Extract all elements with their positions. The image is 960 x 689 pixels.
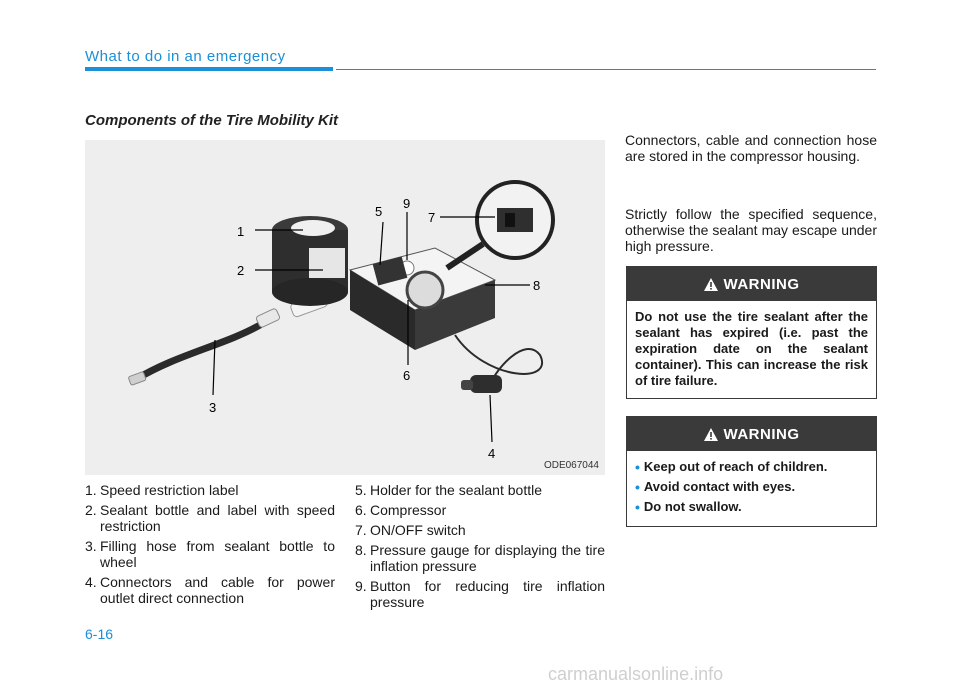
watermark: carmanualsonline.info <box>548 664 724 684</box>
callout-1: 1 <box>237 224 244 239</box>
list-item: •Keep out of reach of children. <box>635 459 828 475</box>
warning-header: WARNING <box>627 267 876 301</box>
list-item: 6.Compressor <box>355 502 447 518</box>
callout-7: 7 <box>428 210 435 225</box>
list-item: 8.Pressure gauge for displaying the tire… <box>355 542 605 574</box>
warning-body: •Keep out of reach of children. •Avoid c… <box>627 451 876 529</box>
warning-triangle-icon <box>703 427 718 441</box>
list-item: 4.Connectors and cable for power outlet … <box>85 574 335 606</box>
bullet-icon: • <box>635 499 640 515</box>
components-list-left: 1.Speed restriction label 2.Sealant bott… <box>85 482 335 610</box>
callout-6: 6 <box>403 368 410 383</box>
warning-header: WARNING <box>627 417 876 451</box>
header-rule-thick <box>85 67 333 71</box>
callout-4: 4 <box>488 446 495 461</box>
warning-title: WARNING <box>723 425 800 443</box>
bullet-icon: • <box>635 459 640 475</box>
section-header: What to do in an emergency <box>85 48 286 65</box>
page-subtitle: Components of the Tire Mobility Kit <box>85 112 339 129</box>
warning-title: WARNING <box>723 275 800 293</box>
sequence-paragraph: Strictly follow the specified sequence, … <box>625 206 877 254</box>
list-item: 3.Filling hose from sealant bottle to wh… <box>85 538 335 570</box>
kit-illustration: 1 2 3 4 5 6 7 8 9 <box>128 180 555 461</box>
list-item: 9.Button for reducing tire inflation pre… <box>355 578 605 610</box>
bullet-icon: • <box>635 479 640 495</box>
warning-box-safety: WARNING •Keep out of reach of children. … <box>626 416 877 527</box>
header-rule-thin <box>336 69 876 70</box>
callout-2: 2 <box>237 263 244 278</box>
warning-body: Do not use the tire sealant after the se… <box>635 309 868 388</box>
callout-8: 8 <box>533 278 540 293</box>
storage-paragraph: Connectors, cable and connection hose ar… <box>625 132 877 164</box>
list-item: 7.ON/OFF switch <box>355 522 466 538</box>
warning-triangle-icon <box>703 277 718 291</box>
list-item: 2.Sealant bottle and label with speed re… <box>85 502 335 534</box>
list-item: •Do not swallow. <box>635 499 742 515</box>
components-list-right: 5.Holder for the sealant bottle 6.Compre… <box>355 482 605 614</box>
callout-3: 3 <box>209 400 216 415</box>
callout-5: 5 <box>375 204 382 219</box>
figure-code: ODE067044 <box>543 460 599 471</box>
list-item: •Avoid contact with eyes. <box>635 479 796 495</box>
list-item: 1.Speed restriction label <box>85 482 239 498</box>
page-number: 6-16 <box>85 626 114 642</box>
warning-box-expiry: WARNING Do not use the tire sealant afte… <box>626 266 877 399</box>
callout-9: 9 <box>403 196 410 211</box>
list-item: 5.Holder for the sealant bottle <box>355 482 542 498</box>
tire-mobility-kit-figure: 1 2 3 4 5 6 7 8 9 ODE067044 <box>85 140 605 475</box>
